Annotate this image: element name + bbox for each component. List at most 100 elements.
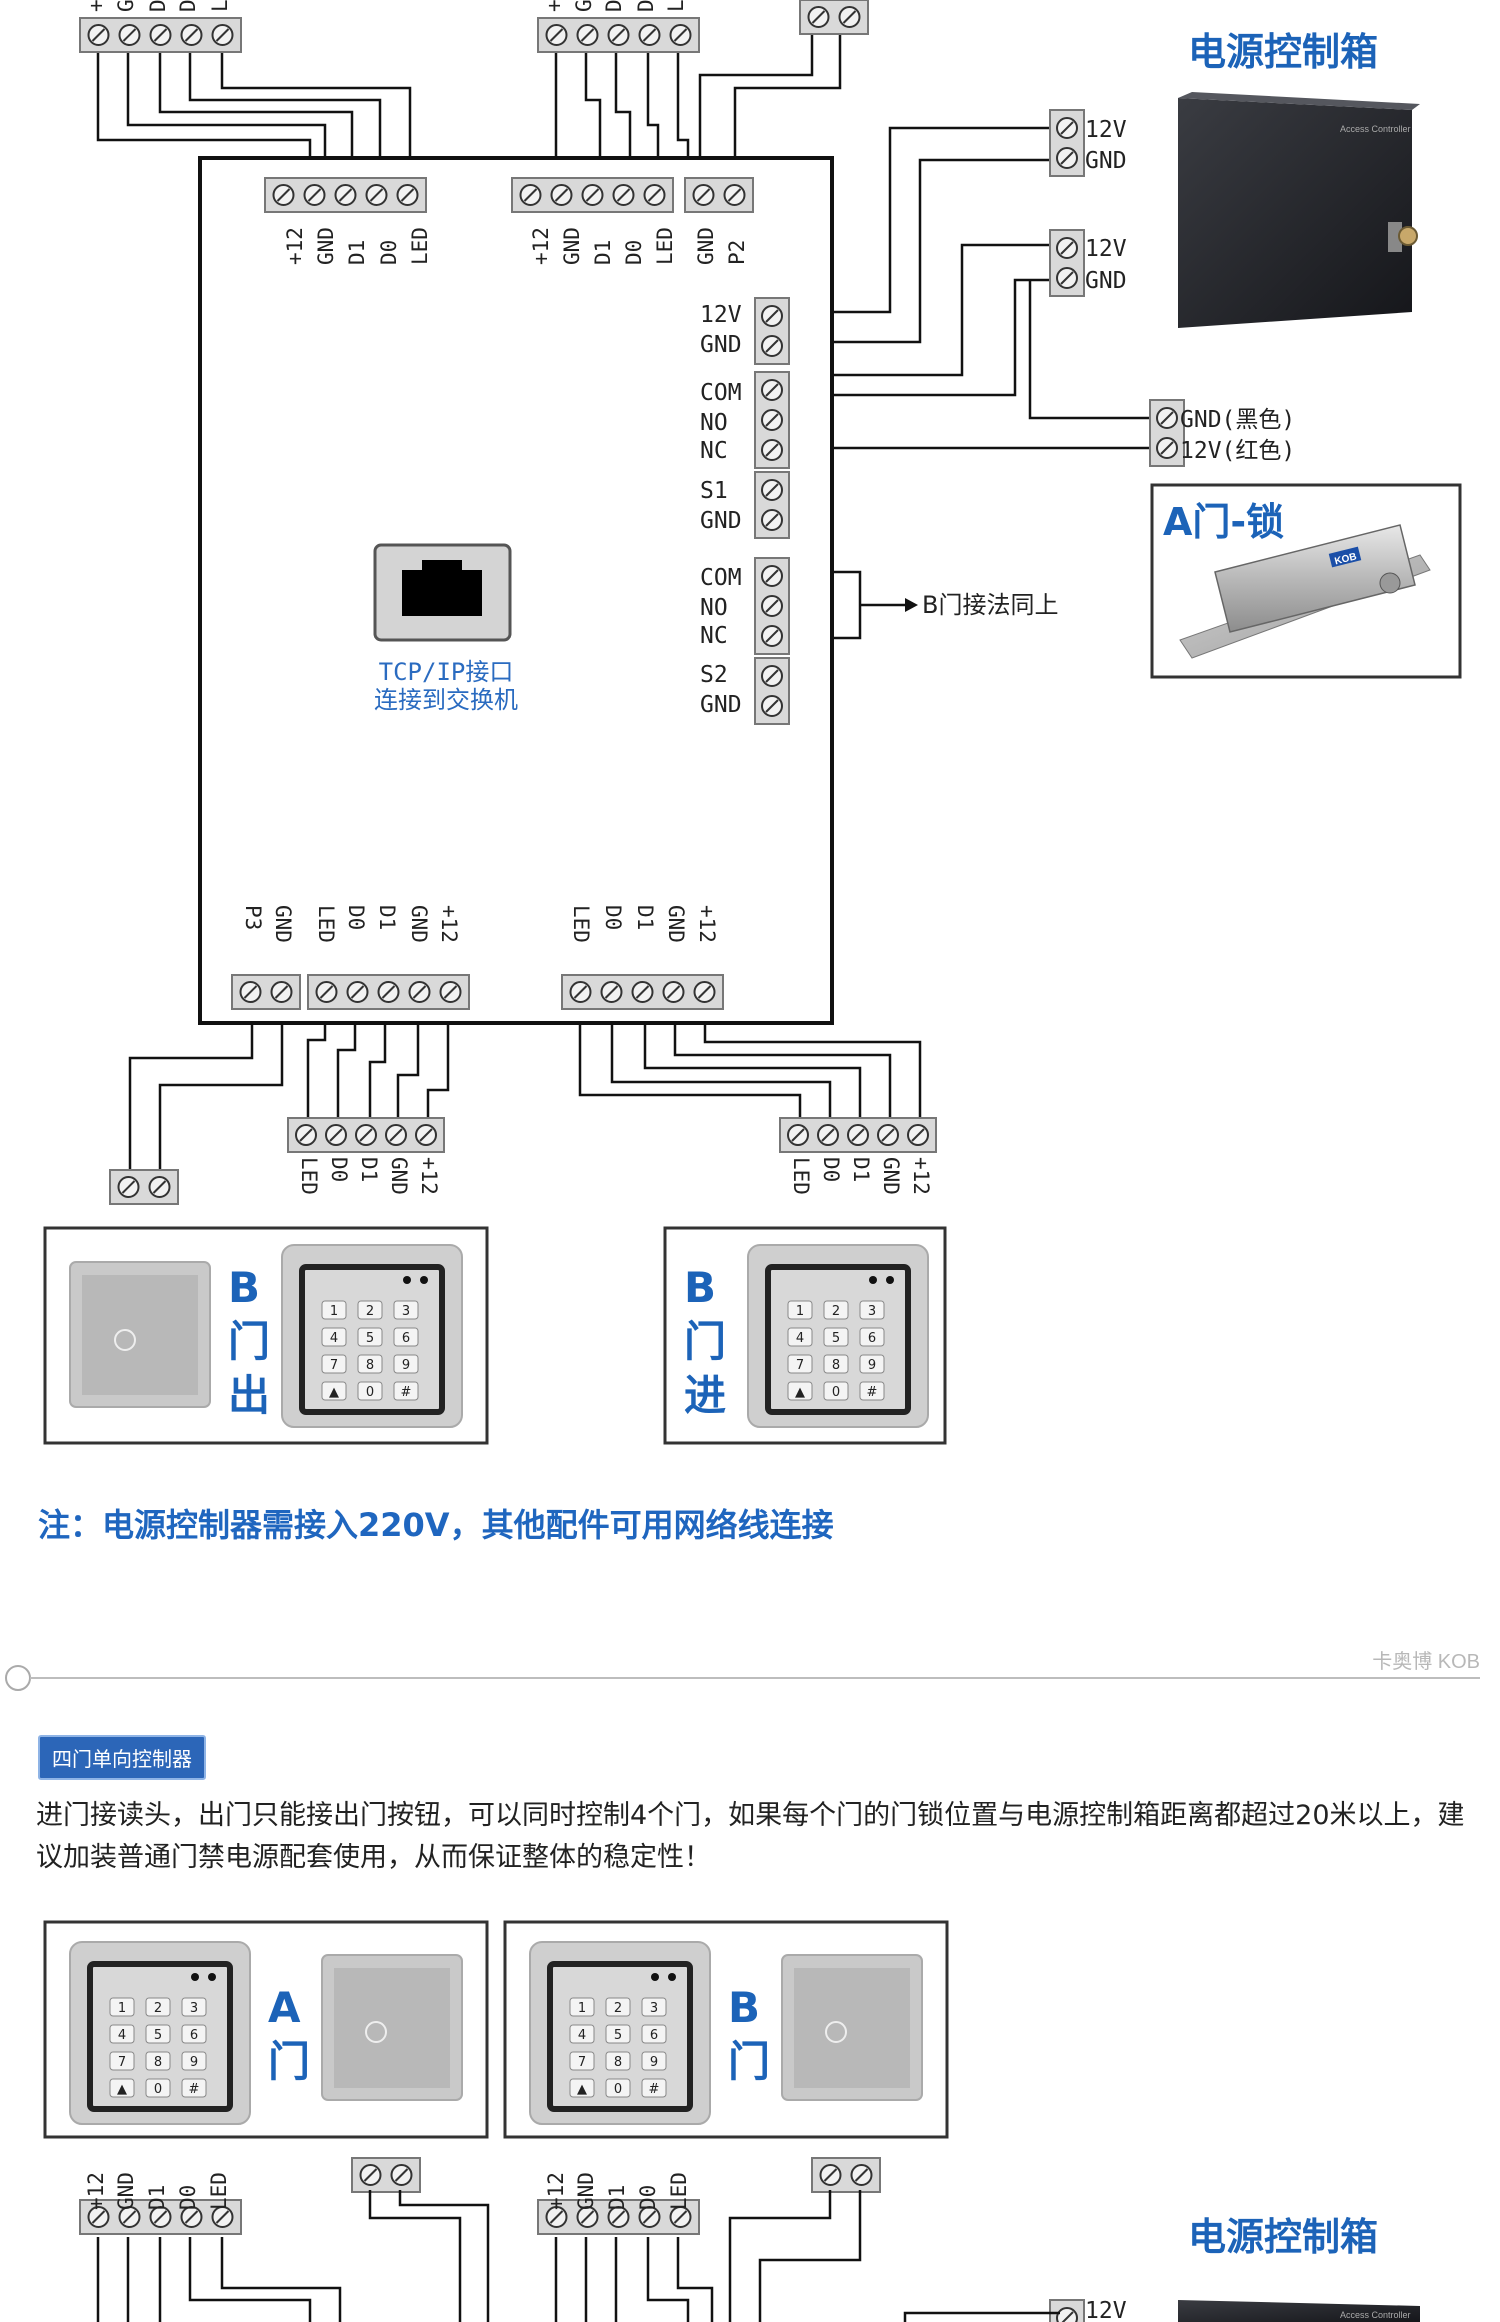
tcp-label: TCP/IP接口 <box>379 658 514 686</box>
terminal-bottom-right-screw <box>693 981 716 1003</box>
keypad-key-label: 6 <box>650 2028 658 2043</box>
keypad-key <box>787 1327 813 1347</box>
svg-text:D1: D1 <box>849 1157 873 1182</box>
keypad-key <box>605 2024 631 2044</box>
psu-terminal-1-screw <box>1056 147 1078 169</box>
svg-text:D: D <box>146 0 170 12</box>
svg-text:L: L <box>208 0 232 12</box>
terminal-bottom-right-screw <box>569 981 592 1003</box>
terminal-top-mid-screw <box>550 184 573 206</box>
psu2-terminal-screw <box>1056 2307 1078 2322</box>
terminal-bottom-left <box>307 974 470 1010</box>
terminal-top-left-screw <box>334 184 357 206</box>
keypad-key <box>393 1300 419 1320</box>
reader-terminal-b-out-screw <box>385 1124 407 1146</box>
keypad-key-label: 9 <box>402 1358 410 1373</box>
keypad-key <box>569 2024 595 2044</box>
terminal-right-relay1-screw <box>761 439 783 461</box>
keypad-key-label: 2 <box>154 2001 162 2016</box>
keypad-key-label: 0 <box>154 2082 162 2097</box>
keypad-key-label: 4 <box>118 2028 126 2043</box>
lock-title: A门-锁 <box>1163 500 1284 544</box>
lock-terminal-screw <box>1156 407 1178 429</box>
svg-text:GND: GND <box>879 1157 903 1195</box>
keypad-key <box>181 2024 207 2044</box>
terminal-right-s1-screw <box>761 479 783 501</box>
note-text: 注：电源控制器需接入220V，其他配件可用网络线连接 <box>38 1506 834 1544</box>
svg-text:D0: D0 <box>636 2185 660 2210</box>
svg-text:D1: D1 <box>357 1157 381 1182</box>
svg-text:GND: GND <box>114 2172 138 2210</box>
terminal-b-exit-screw <box>850 2164 873 2186</box>
exit-button-terminal-screw <box>148 1176 171 1198</box>
terminal-bottom-left-screw <box>346 981 369 1003</box>
terminal-bottom-right-screw <box>662 981 685 1003</box>
keypad-key-label: 9 <box>190 2055 198 2070</box>
keypad-key-label: 8 <box>366 1358 374 1373</box>
keypad-key-label: 1 <box>578 2001 586 2016</box>
keypad-key <box>321 1354 347 1374</box>
keypad-key-label: 3 <box>190 2001 198 2016</box>
reader-terminal-b-out-screw <box>325 1124 347 1146</box>
top-mid-pin-labels: +12 GND D1 D0 LED GND P2 <box>529 227 749 265</box>
svg-text:LED: LED <box>297 1157 321 1195</box>
terminal-top-mid-screw <box>581 184 604 206</box>
section-divider <box>5 1665 1480 1691</box>
power-control-box: Access Controller <box>1178 92 1420 328</box>
reader-terminal-top-left-screw <box>87 24 110 46</box>
terminal-bottom-right-screw <box>631 981 654 1003</box>
led-indicator <box>651 1973 659 1981</box>
svg-text:LED: LED <box>207 2172 231 2210</box>
psu-terminal-2-screw <box>1056 237 1078 259</box>
keypad-key-label: 5 <box>366 1331 374 1346</box>
svg-text:GND: GND <box>1085 148 1127 174</box>
keypad-key-label: 4 <box>796 1331 804 1346</box>
svg-text:D: D <box>602 0 626 12</box>
terminal-right-s2-screw <box>761 665 783 687</box>
keypad-key-label: 5 <box>832 1331 840 1346</box>
svg-text:LED: LED <box>667 2172 691 2210</box>
reader-terminal-top-left-screw <box>118 24 141 46</box>
keypad-key <box>823 1327 849 1347</box>
keypad-key-label: 7 <box>796 1358 804 1373</box>
terminal-bottom-left-screw <box>408 981 431 1003</box>
wires <box>96 0 1152 1175</box>
svg-text:NC: NC <box>700 623 728 649</box>
keypad-key <box>823 1354 849 1374</box>
keypad-key <box>823 1381 849 1401</box>
b2-letter: B <box>728 1983 760 2032</box>
svg-text:P3: P3 <box>241 905 265 930</box>
svg-text:GND: GND <box>314 227 338 265</box>
terminal-top-mid-screw <box>612 184 635 206</box>
svg-text:GND: GND <box>700 332 742 358</box>
svg-text:D1: D1 <box>591 240 615 265</box>
psu2-12v: 12V <box>1085 2298 1127 2322</box>
reader-terminal-b-in-screw <box>817 1124 839 1146</box>
keypad-key-label: ▲ <box>117 2082 127 2097</box>
keypad-key-label: 0 <box>832 1385 840 1400</box>
top-left-pin-labels: +12 GND D1 D0 LED <box>283 227 432 265</box>
terminal-top-right-stub-screw <box>838 6 861 28</box>
svg-text:GND: GND <box>560 227 584 265</box>
controller-board <box>198 156 834 1025</box>
terminal-top-mid <box>511 177 674 213</box>
keypad-key-label: 3 <box>650 2001 658 2016</box>
svg-text:D0: D0 <box>377 240 401 265</box>
svg-text:+12: +12 <box>695 905 719 943</box>
svg-text:12V: 12V <box>1085 236 1127 262</box>
svg-text:GND: GND <box>387 1157 411 1195</box>
keypad-key <box>181 1997 207 2017</box>
keypad-key-label: ▲ <box>329 1385 339 1400</box>
svg-text:D0: D0 <box>327 1157 351 1182</box>
terminal-a-top <box>79 2199 242 2235</box>
svg-text:+12: +12 <box>909 1157 933 1195</box>
svg-text:D0: D0 <box>601 905 625 930</box>
svg-text:GND: GND <box>700 692 742 718</box>
svg-text:Access Controller: Access Controller <box>1340 2310 1411 2320</box>
keypad-key-label: 4 <box>578 2028 586 2043</box>
terminal-right-relay2-screw <box>761 595 783 617</box>
terminal-bottom-left-screw <box>439 981 462 1003</box>
keypad-key <box>145 1997 171 2017</box>
led-indicator <box>668 1973 676 1981</box>
